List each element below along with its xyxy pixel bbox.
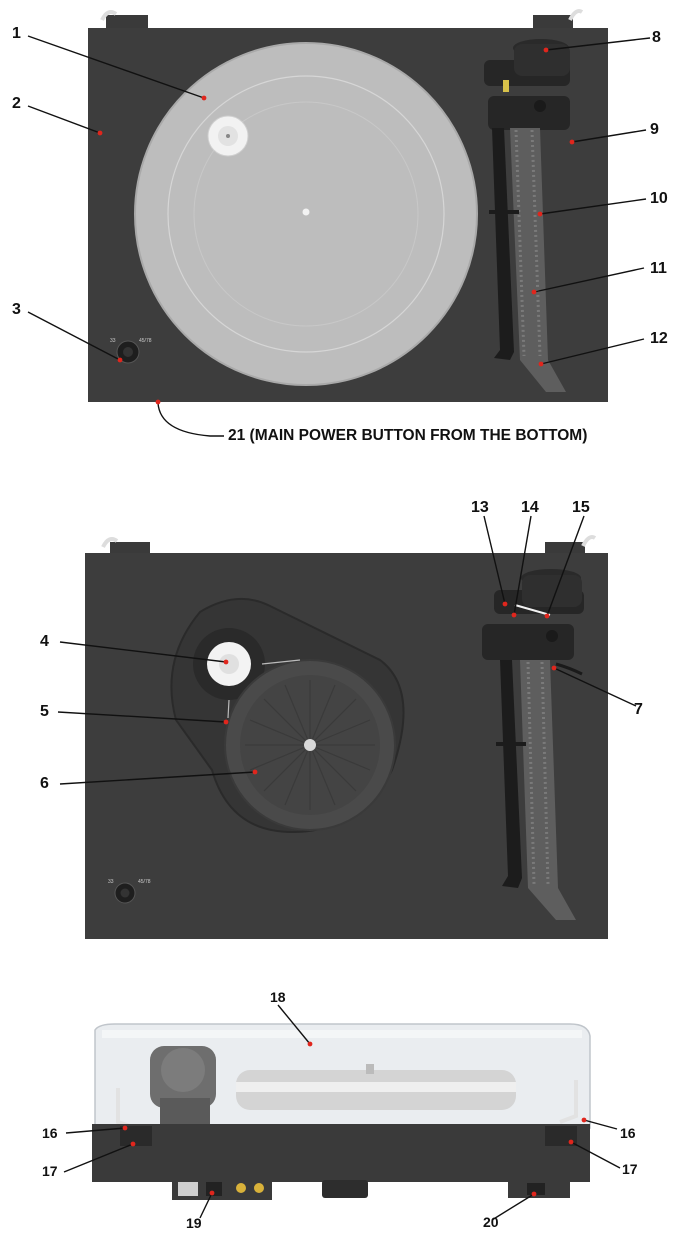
- dust-cover-hinge-left: [100, 10, 148, 29]
- callout-17-right: 17: [622, 1161, 638, 1177]
- leader-lines: [27, 35, 651, 1221]
- callout-19: 19: [186, 1215, 202, 1231]
- callout-16-left: 16: [42, 1125, 58, 1141]
- sub-platter: [224, 659, 396, 831]
- platter-side: [236, 1064, 516, 1110]
- callout-9: 9: [650, 121, 659, 138]
- clamp-puck: [207, 115, 249, 157]
- callout-16-right: 16: [620, 1125, 636, 1141]
- callout-2: 2: [12, 95, 21, 112]
- tonearm: [484, 39, 570, 392]
- callout-7: 7: [634, 701, 643, 718]
- speed-label-45-78: 45/78: [138, 879, 151, 885]
- plinth: [92, 1124, 590, 1182]
- motor-housing: [150, 1046, 216, 1124]
- spindle: [302, 208, 310, 216]
- speed-selector: 33 45/78: [110, 338, 152, 364]
- callout-1: 1: [12, 25, 21, 42]
- speed-selector: 33 45/78: [108, 879, 151, 904]
- callout-8: 8: [652, 29, 661, 46]
- callout-14: 14: [521, 499, 539, 516]
- callout-17-left: 17: [42, 1163, 58, 1179]
- callout-20: 20: [483, 1214, 499, 1230]
- callout-6: 6: [40, 775, 49, 792]
- callout-4: 4: [40, 633, 49, 650]
- platter-removed-view: 33 45/78: [85, 535, 608, 939]
- callout-15: 15: [572, 499, 590, 516]
- dust-cover-hinge-left: [101, 537, 150, 556]
- hinge-mount-left: [120, 1126, 152, 1146]
- callout-21-power-note: 21 (MAIN POWER BUTTON FROM THE BOTTOM): [228, 427, 588, 444]
- callout-12: 12: [650, 330, 668, 347]
- callout-markers: [97, 47, 587, 1197]
- hinge-rod-right: [559, 1080, 578, 1124]
- speed-label-33: 33: [110, 338, 116, 344]
- foot-center: [322, 1180, 368, 1198]
- rear-connector-panel: [172, 1178, 272, 1200]
- callout-11: 11: [650, 260, 667, 277]
- drive-belt: [227, 659, 301, 719]
- callout-10: 10: [650, 190, 668, 207]
- top-view: 33 45/78: [88, 9, 608, 402]
- dust-cover-hinge-right: [545, 535, 597, 556]
- dust-cover-hinge-right: [533, 9, 584, 29]
- callout-13: 13: [471, 499, 489, 516]
- speed-label-45-78: 45/78: [139, 338, 152, 344]
- callout-5: 5: [40, 703, 49, 720]
- rear-view: [92, 1023, 591, 1200]
- callout-3: 3: [12, 301, 21, 318]
- callout-18: 18: [270, 989, 286, 1005]
- tonearm: [482, 569, 584, 920]
- speed-label-33: 33: [108, 879, 114, 885]
- motor-pulley: [193, 628, 265, 700]
